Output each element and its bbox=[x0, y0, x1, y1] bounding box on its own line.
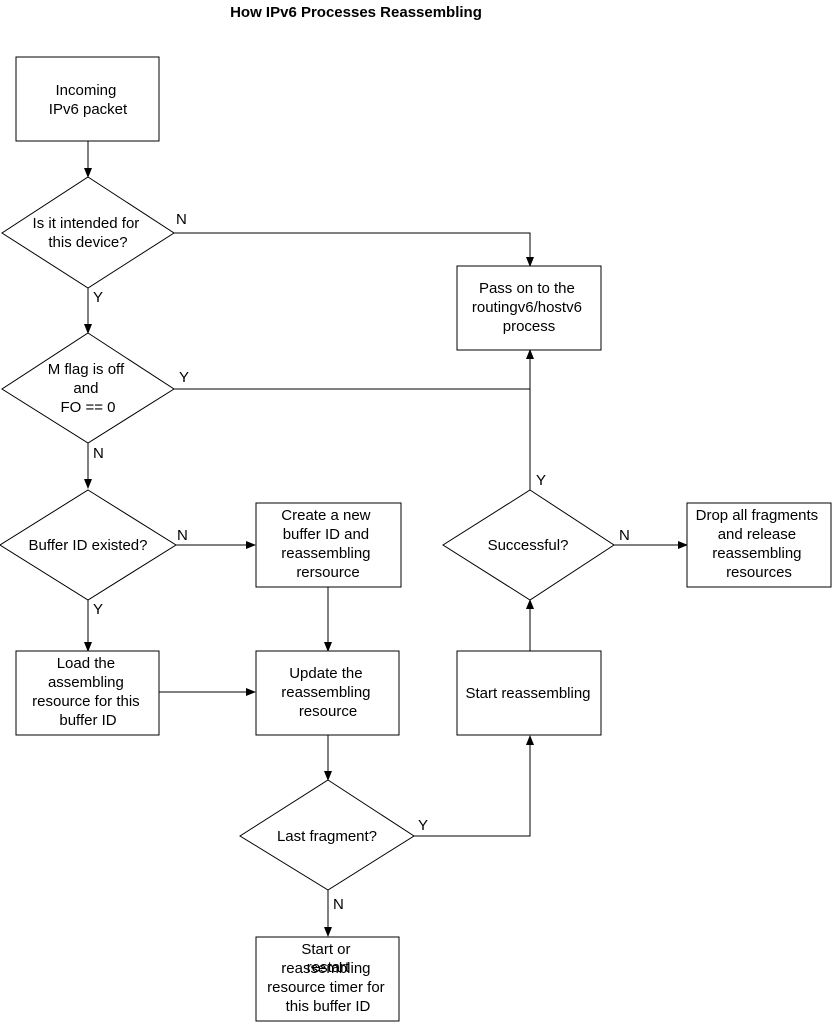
node-create-label: Create a new buffer ID and reassembling … bbox=[281, 507, 374, 581]
label-buffer-yes: Y bbox=[93, 601, 103, 618]
label-successful-no: N bbox=[619, 527, 630, 544]
node-drop-label: Drop all fragments and release reassembl… bbox=[696, 507, 823, 581]
decision-last-fragment: Last fragment? bbox=[239, 779, 415, 891]
node-start-timer: Start or restart reassembling resource t… bbox=[255, 936, 400, 1022]
label-mflag-yes: Y bbox=[179, 369, 189, 386]
connectors bbox=[84, 141, 688, 937]
node-timer-label-rest: reassembling resource timer for this buf… bbox=[267, 960, 389, 1015]
edge-intended-no-to-pass-on bbox=[174, 232, 534, 267]
decision-buffer-label: Buffer ID existed? bbox=[29, 537, 148, 554]
node-update-label: Update the reassembling resource bbox=[281, 665, 374, 720]
label-intended-yes: Y bbox=[93, 289, 103, 306]
diagram-title: How IPv6 Processes Reassembling bbox=[230, 4, 482, 21]
node-create-buffer: Create a new buffer ID and reassembling … bbox=[255, 502, 402, 588]
node-load-label: Load the assembling resource for this bu… bbox=[32, 655, 144, 729]
decision-buffer-id-existed: Buffer ID existed? bbox=[0, 489, 177, 601]
label-last-yes: Y bbox=[418, 817, 428, 834]
label-buffer-no: N bbox=[177, 527, 188, 544]
decision-intended-label: Is it intended for this device? bbox=[33, 215, 144, 251]
node-start-reassembling-label: Start reassembling bbox=[465, 685, 590, 702]
node-load-resource: Load the assembling resource for this bu… bbox=[15, 650, 160, 736]
decision-last-label: Last fragment? bbox=[277, 828, 377, 845]
node-drop-fragments: Drop all fragments and release reassembl… bbox=[686, 502, 832, 588]
decision-mflag-fo: M flag is off and FO == 0 bbox=[1, 332, 175, 444]
node-start-reassembling: Start reassembling bbox=[456, 650, 602, 736]
node-timer-label: Start or restart bbox=[301, 941, 354, 976]
label-successful-yes: Y bbox=[536, 472, 546, 489]
node-update-resource: Update the reassembling resource bbox=[255, 650, 400, 736]
label-intended-no: N bbox=[176, 211, 187, 228]
node-incoming-packet: Incoming IPv6 packet bbox=[15, 56, 160, 142]
edge-labels: N Y Y N N Y Y N Y N bbox=[93, 211, 630, 913]
decision-successful-label: Successful? bbox=[488, 537, 569, 554]
node-pass-on-label: Pass on to the routingv6/hostv6 process bbox=[472, 280, 586, 335]
decision-successful: Successful? bbox=[442, 489, 615, 601]
decision-intended-for-device: Is it intended for this device? bbox=[1, 176, 175, 289]
label-last-no: N bbox=[333, 896, 344, 913]
decision-mflag-label: M flag is off and FO == 0 bbox=[48, 361, 129, 416]
node-incoming-label: Incoming IPv6 packet bbox=[49, 82, 128, 118]
label-mflag-no: N bbox=[93, 445, 104, 462]
node-pass-on: Pass on to the routingv6/hostv6 process bbox=[456, 265, 602, 351]
edge-last-yes-to-start bbox=[414, 735, 534, 837]
